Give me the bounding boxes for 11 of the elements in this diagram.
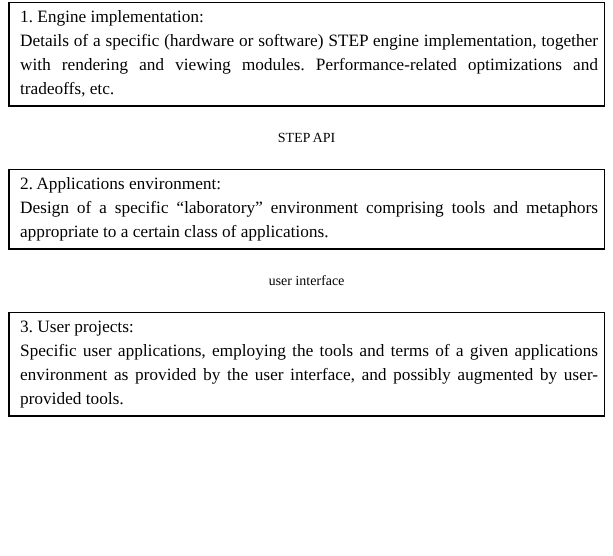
text-box bbox=[8, 2, 605, 107]
layer-interface-label: user interface bbox=[268, 274, 344, 290]
box-heading: 2. Applications environment: bbox=[20, 173, 222, 195]
box-description: Specific user applications, employing the tools and terms of a given applications environment as provided by the user interface, and possibly augmented by user-provided tools. bbox=[20, 340, 598, 410]
layer-interface-label: STEP API bbox=[278, 131, 336, 147]
box-heading: 3. User projects: bbox=[20, 316, 135, 338]
text-box bbox=[8, 169, 605, 250]
text-box bbox=[8, 312, 605, 417]
box-heading: 1. Engine implementation: bbox=[20, 6, 205, 28]
box-description: Design of a specific “laboratory” environment comprising tools and metaphors appropriate to a certain class of applications. bbox=[20, 197, 598, 243]
box-description: Details of a specific (hardware or software) STEP engine implementation, together with rendering and viewing modules. Performance-related optimizations and tradeoffs, etc. bbox=[20, 30, 598, 100]
